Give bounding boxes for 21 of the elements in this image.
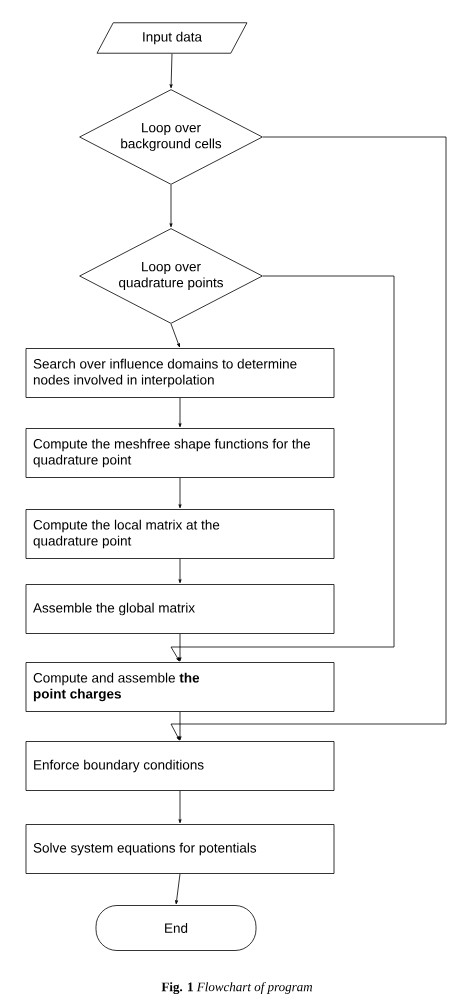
process-box: Assemble the global matrix: [25, 584, 335, 634]
process-box: Enforce boundary conditions: [25, 741, 335, 791]
arrow: [178, 633, 182, 662]
arrow: [169, 53, 173, 89]
process-box: Compute and assemble the point charges: [25, 662, 335, 712]
arrow: [178, 558, 182, 584]
process-box: Compute the local matrix at the quadrature point: [25, 509, 335, 559]
arrow: [178, 397, 182, 428]
arrow: [178, 790, 182, 824]
arrow: [178, 477, 182, 509]
caption: Fig. 1 Flowchart of program: [161, 982, 313, 994]
process-box: Solve system equations for potentials: [25, 824, 335, 874]
arrow: [170, 323, 180, 348]
arrow: [170, 275, 395, 662]
process-box: Search over influence domains to determine nodes involved in interpolation: [25, 348, 335, 398]
process-box: Compute the meshfree shape functions for the quadrature point: [25, 428, 335, 478]
arrow: [169, 184, 173, 228]
arrow: [170, 136, 447, 741]
data-parallelogram: Input data: [96, 22, 248, 54]
arrow: [175, 873, 181, 905]
arrow: [178, 711, 182, 741]
